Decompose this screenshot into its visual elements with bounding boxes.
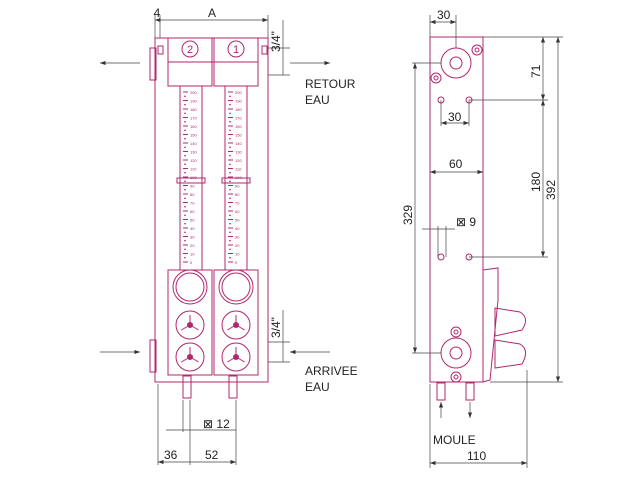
- scale-label: 100: [190, 175, 197, 180]
- nut: [450, 371, 462, 383]
- dim-30-holes: 30: [448, 110, 462, 124]
- flowmeter-scales: 2001901801701601501401301201101009080706…: [183, 90, 242, 265]
- scale-label: 100: [235, 175, 242, 180]
- valve-handle: [221, 342, 251, 372]
- scale-label: 20: [235, 243, 240, 248]
- scale-label: 180: [190, 107, 197, 112]
- circuit-label-1: 1: [233, 44, 239, 56]
- scale-label: 0: [235, 260, 238, 265]
- scale-label: 170: [190, 116, 197, 121]
- scale-label: 30: [190, 235, 195, 240]
- scale-label: 40: [235, 226, 240, 231]
- scale-label: 160: [235, 124, 242, 129]
- scale-label: 150: [235, 133, 242, 138]
- scale-label: 130: [235, 150, 242, 155]
- retour-label-eau: EAU: [305, 93, 330, 107]
- dim-52: 52: [205, 448, 219, 462]
- scale-label: 200: [235, 90, 242, 95]
- scale-label: 70: [235, 201, 240, 206]
- scale-label: 140: [235, 141, 242, 146]
- dim-3-4-bottom: 3/4": [269, 317, 283, 338]
- scale-label: 60: [235, 209, 240, 214]
- scale-label: 40: [190, 226, 195, 231]
- scale-label: 190: [190, 99, 197, 104]
- valve-handle: [175, 310, 205, 340]
- scale-label: 120: [190, 158, 197, 163]
- retour-label: RETOUR: [305, 77, 356, 91]
- scale-label: 200: [190, 90, 197, 95]
- dim-30-top: 30: [437, 8, 451, 22]
- scale-label: 20: [190, 243, 195, 248]
- scale-label: 10: [190, 252, 195, 257]
- scale-label: 160: [190, 124, 197, 129]
- mounting-bracket: [482, 267, 499, 383]
- flow-indicator: [218, 269, 254, 305]
- scale-label: 80: [235, 192, 240, 197]
- scale-label: 130: [190, 150, 197, 155]
- front-view: 2 1 200190180170160150140130120110100908…: [100, 6, 358, 465]
- dim-A: A: [208, 6, 216, 20]
- scale-label: 110: [190, 167, 197, 172]
- scale-label: 30: [235, 235, 240, 240]
- scale-label: 150: [190, 133, 197, 138]
- nut: [450, 326, 462, 338]
- valve-handle: [221, 310, 251, 340]
- scale-label: 90: [190, 184, 195, 189]
- scale-label: 180: [235, 107, 242, 112]
- dim-12: ⊠ 12: [203, 417, 230, 431]
- scale-label: 80: [190, 192, 195, 197]
- dim-60: 60: [449, 157, 463, 171]
- valve-handle: [175, 342, 205, 372]
- nut: [430, 72, 442, 84]
- nut: [471, 44, 483, 56]
- dim-329: 329: [401, 205, 415, 225]
- arrivee-label: ARRIVEE: [305, 364, 358, 378]
- scale-label: 120: [235, 158, 242, 163]
- scale-label: 70: [190, 201, 195, 206]
- scale-label: 50: [235, 218, 240, 223]
- arrivee-label-eau: EAU: [305, 380, 330, 394]
- scale-label: 170: [235, 116, 242, 121]
- hose-barb-1: [228, 375, 238, 399]
- scale-label: 60: [190, 209, 195, 214]
- dim-3-4-top: 3/4": [269, 31, 283, 52]
- scale-label: 90: [235, 184, 240, 189]
- moule-label: MOULE: [433, 433, 476, 447]
- circuit-label-2: 2: [187, 44, 193, 56]
- dim-9: ⊠ 9: [456, 215, 476, 229]
- hose-barb-2: [182, 375, 192, 399]
- scale-label: 190: [235, 99, 242, 104]
- dim-71: 71: [529, 64, 543, 78]
- dim-392: 392: [544, 180, 558, 200]
- flow-indicator: [172, 269, 208, 305]
- scale-label: 0: [190, 260, 193, 265]
- side-view: MOULE 110 30 30 60 ⊠ 9 71 180 392 329: [401, 8, 563, 468]
- scale-label: 10: [235, 252, 240, 257]
- dim-36: 36: [164, 448, 178, 462]
- scale-label: 110: [235, 167, 242, 172]
- scale-label: 140: [190, 141, 197, 146]
- dim-180: 180: [529, 172, 543, 192]
- scale-label: 50: [190, 218, 195, 223]
- dim-110: 110: [467, 449, 486, 463]
- dim-4: 4: [154, 6, 161, 20]
